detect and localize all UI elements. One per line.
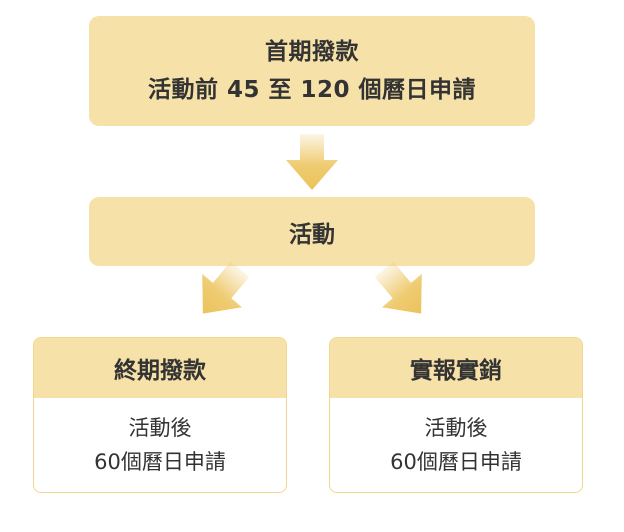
final-payment-line2: 60個曆日申請 <box>94 450 226 474</box>
reimbursement-body: 活動後 60個曆日申請 <box>330 398 582 492</box>
arrow-down-icon <box>286 134 338 190</box>
first-payment-timing: 活動前 45 至 120 個曆日申請 <box>147 77 477 103</box>
reimbursement-title: 實報實銷 <box>330 338 582 398</box>
first-payment-box: 首期撥款 活動前 45 至 120 個曆日申請 <box>89 16 535 126</box>
final-payment-card: 終期撥款 活動後 60個曆日申請 <box>33 337 287 493</box>
final-payment-body: 活動後 60個曆日申請 <box>34 398 286 492</box>
final-payment-line1: 活動後 <box>128 416 192 440</box>
final-payment-title: 終期撥款 <box>34 338 286 398</box>
activity-box: 活動 <box>89 197 535 266</box>
first-payment-title: 首期撥款 <box>265 39 359 65</box>
activity-title: 活動 <box>289 221 335 248</box>
reimbursement-line1: 活動後 <box>424 416 488 440</box>
reimbursement-line2: 60個曆日申請 <box>390 450 522 474</box>
reimbursement-card: 實報實銷 活動後 60個曆日申請 <box>329 337 583 493</box>
